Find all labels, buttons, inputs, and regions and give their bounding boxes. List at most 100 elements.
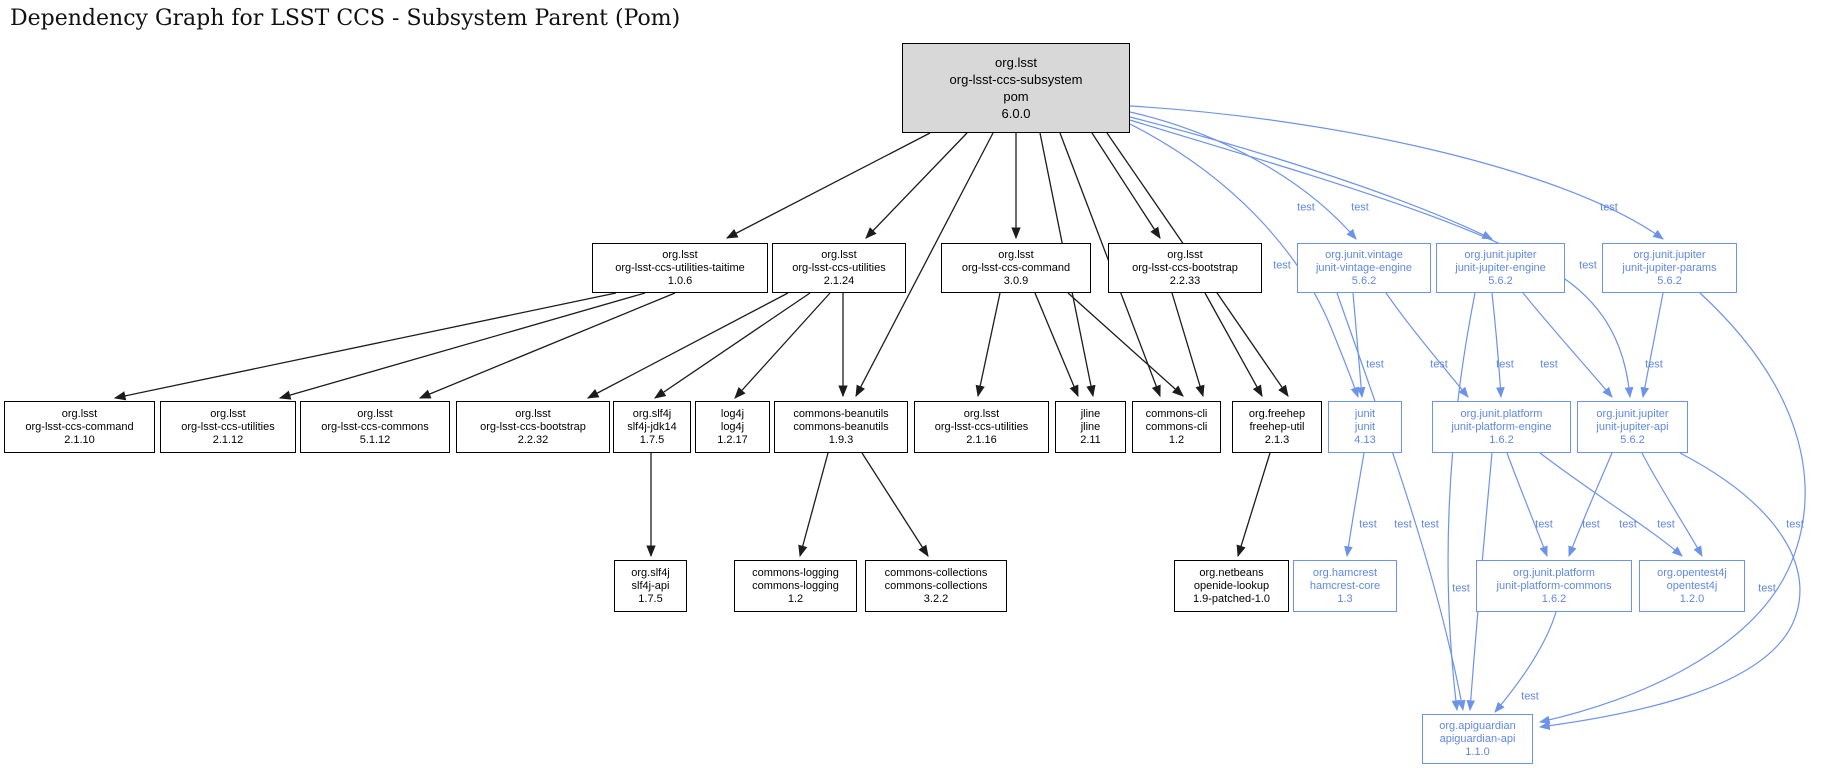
edge-scope-label: test [1758,582,1776,595]
edge-scope-label: test [1452,582,1470,595]
node-version: 2.1.12 [212,433,244,446]
node-version: 1.7.5 [639,433,665,446]
edge-scope-label: test [1582,518,1600,531]
edge-utilities-slf4j-jdk14 [654,292,811,399]
node-artifact: org-lsst-ccs-bootstrap [480,420,586,433]
node-group: org.junit.jupiter [1596,407,1669,420]
node-artifact: commons-cli [1145,420,1208,433]
node-artifact: commons-collections [884,579,988,592]
edge-scope-label: test [1535,518,1553,531]
node-group: commons-cli [1145,407,1208,420]
node-version: 1.2.0 [1679,592,1705,605]
edge-taitime-command-2.1.10 [113,292,617,401]
node-artifact: slf4j-jdk14 [627,420,677,433]
node-artifact: junit-jupiter-api [1596,420,1669,433]
edge-platform-commons-apiguardian [1494,611,1557,713]
edge-command-jline [1034,292,1079,398]
edge-root-utilities-2.1.24 [865,132,968,239]
edge-jupiter-engine-apiguardian [1447,292,1476,712]
edge-freehep-openide-lookup [1236,452,1271,558]
node-group: jline [1080,407,1101,420]
node-artifact: junit-vintage-engine [1315,261,1412,274]
node-artifact: junit-platform-engine [1451,420,1552,433]
node-artifact: openide-lookup [1193,579,1270,592]
node-group: org.slf4j [631,566,670,579]
node-version: 2.2.32 [517,433,549,446]
node-version: 1.2 [787,592,804,605]
node-group: org.junit.vintage [1325,248,1403,261]
node-group: org.lsst [998,248,1034,261]
node-version: 1.3 [1337,592,1353,605]
edge-scope-label: test [1786,518,1804,531]
edge-command-utilities-2.1.16 [975,292,1001,398]
node-group: org.apiguardian [1439,719,1516,732]
node-group: junit [1354,407,1376,420]
node-artifact: org-lsst-ccs-command [961,261,1071,274]
node-version: 4.13 [1354,433,1376,446]
node-group: org.opentest4j [1657,566,1727,579]
node-version: 6.0.0 [1001,106,1031,121]
node-group: org.freehep [1248,407,1306,420]
node-group: org.lsst [963,407,1000,420]
edge-bootstrap-freehep [1204,292,1263,398]
node-version: 1.9-patched-1.0 [1192,592,1271,605]
edge-root-jupiter-engine [1129,116,1493,240]
edge-root-jupiter-params [1129,105,1664,240]
test-edges [1129,105,1806,730]
node-group: org.netbeans [1199,566,1264,579]
edge-command-commons-cli [1067,292,1184,397]
node-group: org.hamcrest [1312,566,1378,579]
edge-scope-label: test [1619,518,1637,531]
edge-jupiter-api-apiguardian [1538,452,1801,730]
node-artifact: org-lsst-ccs-command [25,420,134,433]
node-artifact: junit-platform-commons [1496,579,1612,592]
node-artifact: jline [1080,420,1101,433]
edge-scope-label: test [1297,201,1315,214]
node-artifact: freehep-util [1249,420,1305,433]
node-artifact: apiguardian-api [1439,732,1516,745]
node-group: org.lsst [210,407,246,420]
edge-platform-engine-platform-commons [1506,452,1548,558]
module-edges [113,132,1289,558]
node-group: org.lsst [1167,248,1203,261]
edge-vintage-platform-engine [1385,292,1469,398]
edge-taitime-commons-5.1.12 [418,292,676,399]
edge-scope-label: test [1521,690,1539,703]
node-group: org.lsst [61,407,98,420]
edge-root-taitime [725,132,931,239]
node-version: 1.0.6 [667,274,693,287]
edge-scope-label: test [1394,518,1412,531]
edge-scope-label: test [1496,358,1514,371]
edge-scope-label: test [1579,259,1597,272]
node-version: 3.0.9 [1003,274,1029,287]
edge-root-vintage-engine [1129,111,1357,240]
node-version: 2.11 [1080,433,1101,446]
node-version: 5.6.2 [1488,274,1513,287]
node-group: org.junit.platform [1460,407,1543,420]
edge-scope-label: test [1657,518,1675,531]
edge-scope-label: test [1366,358,1384,371]
node-version: 2.2.33 [1169,274,1201,287]
node-artifact: org-lsst-ccs-utilities [934,420,1029,433]
node-artifact: org-lsst-ccs-utilities [792,261,886,274]
